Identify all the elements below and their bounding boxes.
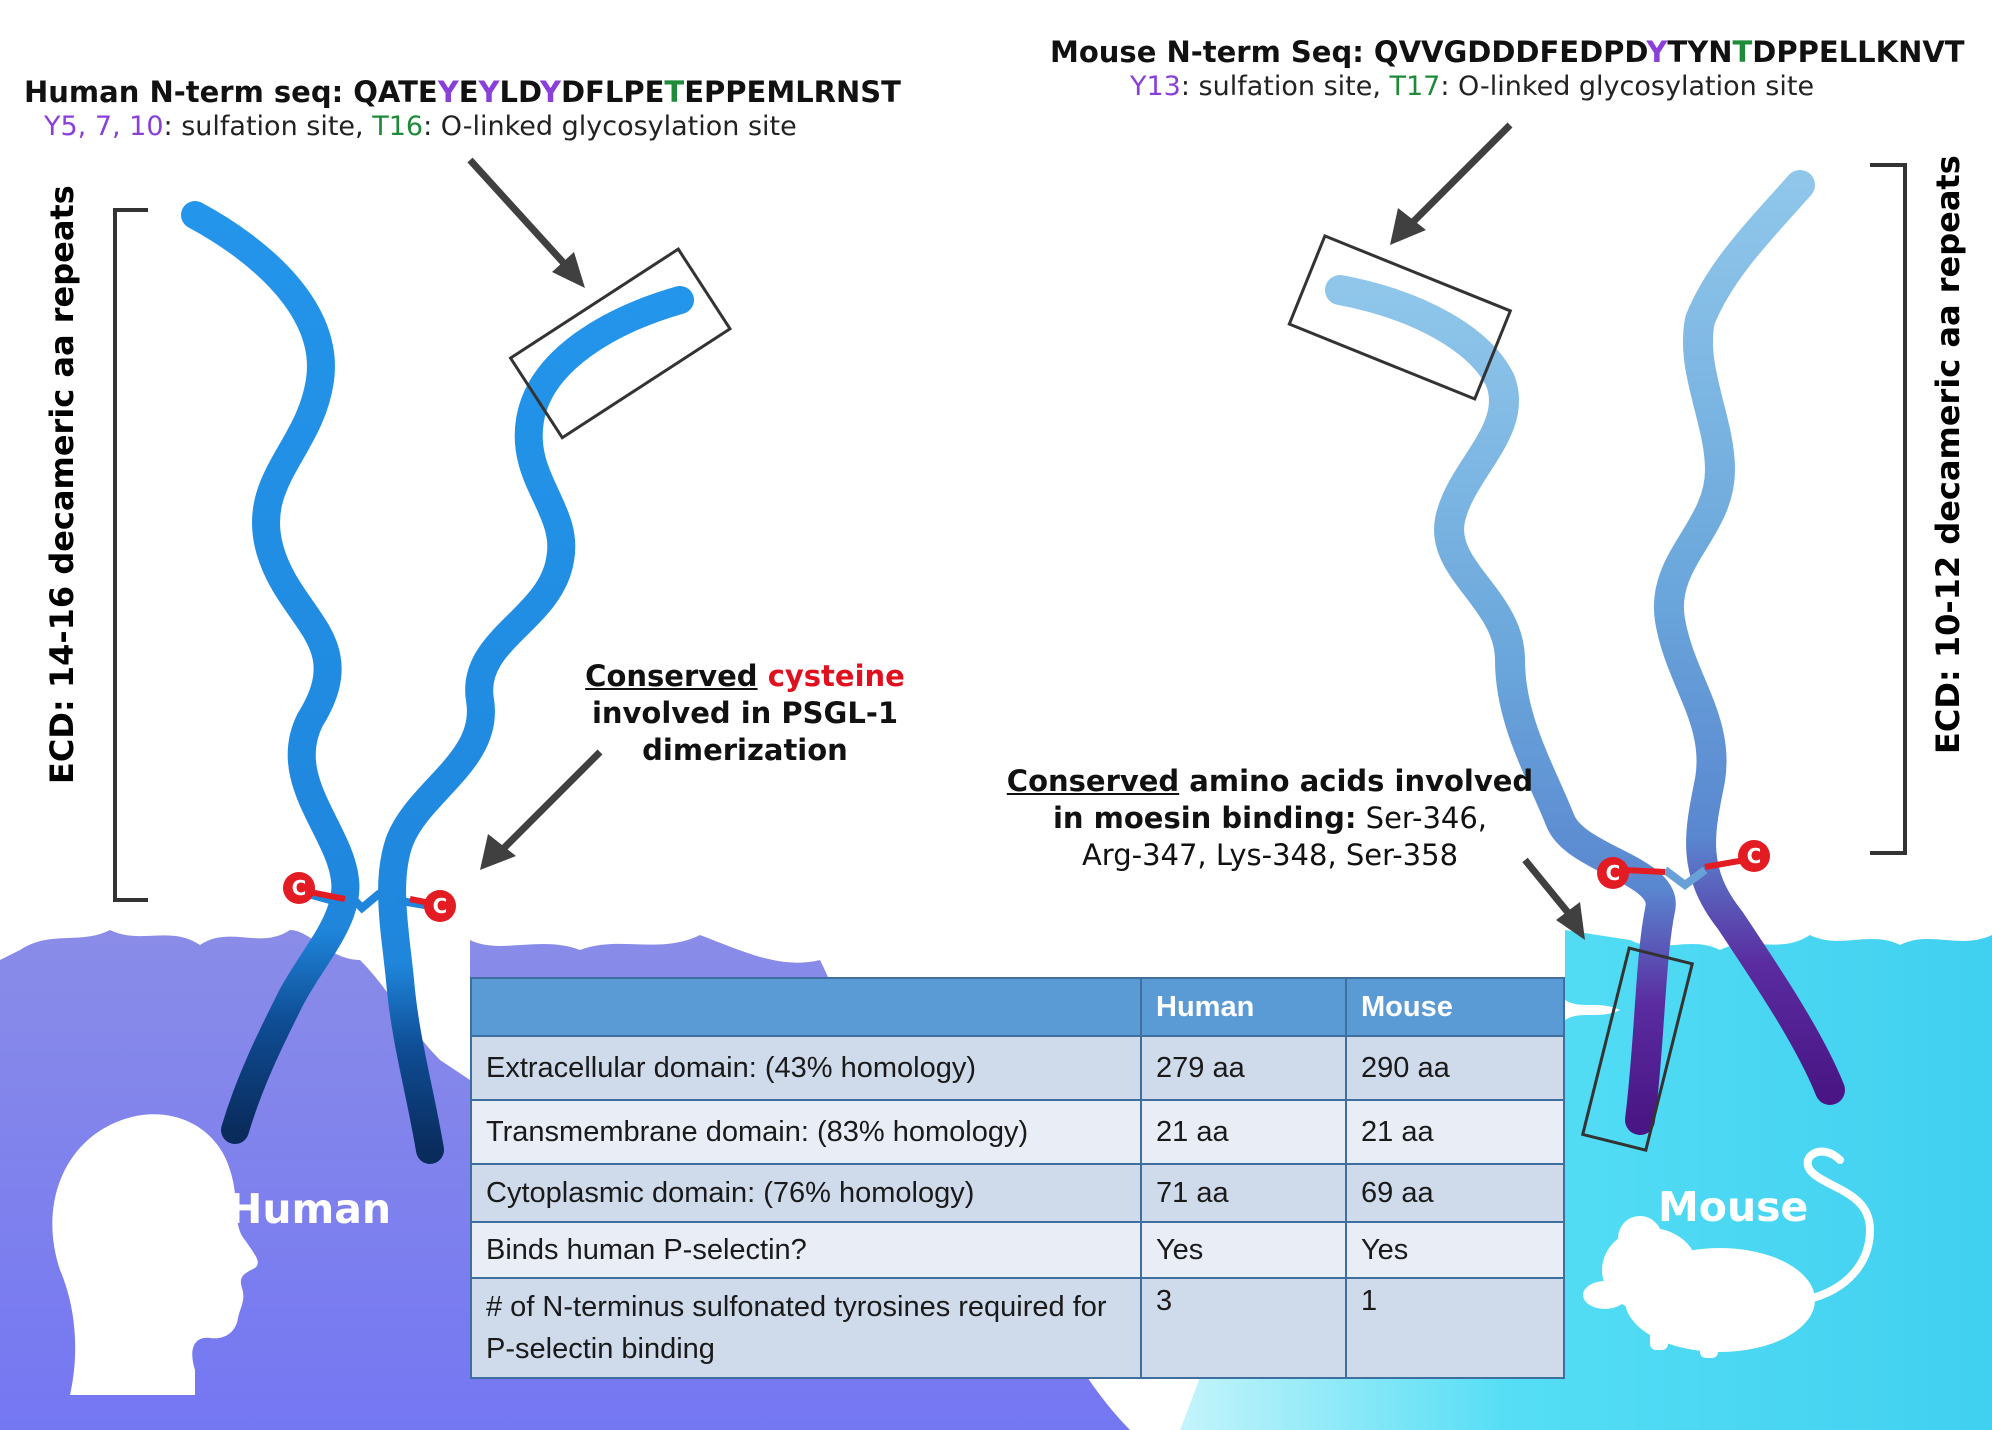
human-strand-left: [181, 201, 360, 1144]
arrow-human-nterm: [467, 157, 573, 273]
moesin-note-underlined: Conserved: [1006, 764, 1180, 798]
human-strand-right: [378, 286, 694, 1164]
arrow-cysteine: [497, 749, 603, 855]
table-cell: Binds human P-selectin?: [470, 1221, 1142, 1279]
ecd-bracket-right: [1870, 163, 1907, 855]
human-cysteine-right: [424, 890, 456, 922]
cysteine-symbol: C: [1605, 861, 1621, 885]
cysteine-symbol: C: [291, 876, 307, 900]
mouse-seq-line: Mouse N-term Seq: QVVGDDDFEDPDYTYNTDPPEL…: [1050, 35, 1965, 69]
human-seq-line: Human N-term seq: QATEYEYLDYDFLPETEPPEML…: [24, 75, 901, 109]
human-seq-value: QATEYEYLDYDFLPETEPPEMLRNST: [353, 75, 901, 109]
seq-segment: QVVGDDDFEDPD: [1373, 35, 1647, 69]
seq-segment: Y: [478, 75, 500, 109]
mouse-glyco-id: T17: [1389, 71, 1441, 102]
cysteine-symbol: C: [432, 894, 448, 918]
comparison-table: Human Mouse Extracellular domain: (43% h…: [470, 977, 1565, 1379]
seq-segment: E: [458, 75, 479, 109]
mouse-strand-left: [1325, 275, 1676, 1135]
human-glyco-text: : O-linked glycosylation site: [423, 111, 797, 142]
seq-segment: QATE: [353, 75, 438, 109]
species-label-mouse: Mouse: [1658, 1183, 1809, 1231]
seq-segment: DFLPE: [560, 75, 665, 109]
cysteine-note-red: cysteine: [767, 659, 905, 693]
moesin-note-line2-plain: Ser-346,: [1356, 801, 1488, 835]
mouse-glyco-text: : O-linked glycosylation site: [1440, 71, 1815, 102]
table-header-human: Human: [1140, 977, 1347, 1037]
table-row: # of N-terminus sulfonated tyrosines req…: [470, 1277, 1565, 1379]
human-nterm-box: [508, 247, 733, 440]
mouse-silhouette: [1583, 1216, 1815, 1358]
seq-segment: T: [1732, 35, 1753, 69]
cysteine-note-underlined: Conserved: [585, 659, 758, 693]
species-label-human: Human: [228, 1185, 392, 1233]
mouse-disulfide-bond: [1662, 866, 1708, 890]
mouse-strand-right: [1653, 170, 1845, 1105]
arrow-moesin: [1522, 857, 1573, 918]
mouse-nterm-box: [1287, 234, 1513, 401]
table-cell: 3: [1140, 1277, 1347, 1379]
table-row: Cytoplasmic domain: (76% homology) 71 aa…: [470, 1163, 1565, 1223]
ecd-left-label: ECD: 14-16 decameric aa repeats: [43, 185, 81, 784]
mouse-site-line: Y13: sulfation site, T17: O-linked glyco…: [1050, 71, 1965, 102]
table-cell: 21 aa: [1345, 1099, 1565, 1165]
table-cell: 279 aa: [1140, 1035, 1347, 1101]
table-cell: 71 aa: [1140, 1163, 1347, 1223]
comparison-table-wrap: Human Mouse Extracellular domain: (43% h…: [470, 977, 1565, 1379]
seq-segment: Y: [437, 75, 459, 109]
table-row: Binds human P-selectin? Yes Yes: [470, 1221, 1565, 1279]
seq-segment: T: [664, 75, 685, 109]
table-cell: 21 aa: [1140, 1099, 1347, 1165]
cysteine-symbol: C: [1746, 844, 1762, 868]
cysteine-note: Conserved cysteine involved in PSGL-1 di…: [565, 658, 925, 769]
mouse-cysteine-right: [1738, 840, 1770, 872]
table-cell: 69 aa: [1345, 1163, 1565, 1223]
human-sulfation-text: : sulfation site,: [163, 111, 373, 142]
table-header-row: Human Mouse: [470, 977, 1565, 1037]
table-cell: 1: [1345, 1277, 1565, 1379]
table-cell: 290 aa: [1345, 1035, 1565, 1101]
moesin-note-line3: Arg-347, Lys-348, Ser-358: [1081, 838, 1459, 872]
seq-segment: Y: [539, 75, 561, 109]
human-annotation: Human N-term seq: QATEYEYLDYDFLPETEPPEML…: [24, 75, 901, 142]
mouse-seq-value: QVVGDDDFEDPDYTYNTDPPELLKNVT: [1374, 35, 1965, 69]
table-cell: Transmembrane domain: (83% homology): [470, 1099, 1142, 1165]
arrow-mouse-nterm: [1407, 122, 1513, 228]
human-cysteine-left: [283, 872, 315, 904]
moesin-note-line2-bold: in moesin binding:: [1052, 801, 1357, 835]
human-sulfation-ids: Y5, 7, 10: [44, 111, 164, 142]
human-head-icon: [52, 1114, 258, 1395]
table-cell: # of N-terminus sulfonated tyrosines req…: [470, 1277, 1142, 1379]
mouse-sulfation-ids: Y13: [1130, 71, 1181, 102]
seq-segment: TYN: [1667, 35, 1733, 69]
mouse-tail: [1801, 1147, 1875, 1304]
table-row: Transmembrane domain: (83% homology) 21 …: [470, 1099, 1565, 1165]
cysteine-note-line3: dimerization: [642, 733, 848, 767]
table-cell: Cytoplasmic domain: (76% homology): [470, 1163, 1142, 1223]
seq-segment: DPPELLKNVT: [1752, 35, 1965, 69]
moesin-note: Conserved amino acids involved in moesin…: [990, 763, 1550, 874]
seq-segment: EPPEMLRNST: [684, 75, 901, 109]
human-site-line: Y5, 7, 10: sulfation site, T16: O-linked…: [24, 111, 901, 142]
human-glyco-id: T16: [372, 111, 424, 142]
mouse-sulfation-text: : sulfation site,: [1180, 71, 1390, 102]
table-cell: Extracellular domain: (43% homology): [470, 1035, 1142, 1101]
cysteine-note-line2: involved in PSGL-1: [591, 696, 899, 730]
ecd-bracket-left: [113, 208, 148, 902]
seq-segment: Y: [1646, 35, 1668, 69]
moesin-binding-box: [1580, 946, 1695, 1152]
mouse-annotation: Mouse N-term Seq: QVVGDDDFEDPDYTYNTDPPEL…: [1050, 35, 1965, 102]
table-row: Extracellular domain: (43% homology) 279…: [470, 1035, 1565, 1101]
seq-segment: LD: [499, 75, 540, 109]
table-cell: Yes: [1140, 1221, 1347, 1279]
mouse-cysteine-left: [1597, 857, 1629, 889]
table-cell: Yes: [1345, 1221, 1565, 1279]
ecd-right-label: ECD: 10-12 decameric aa repeats: [1929, 155, 1967, 754]
mouse-seq-label: Mouse N-term Seq:: [1050, 35, 1374, 69]
table-header-feature: [470, 977, 1142, 1037]
table-header-mouse: Mouse: [1345, 977, 1565, 1037]
human-seq-label: Human N-term seq:: [24, 75, 354, 109]
moesin-note-bold-rest: amino acids involved: [1179, 764, 1534, 798]
